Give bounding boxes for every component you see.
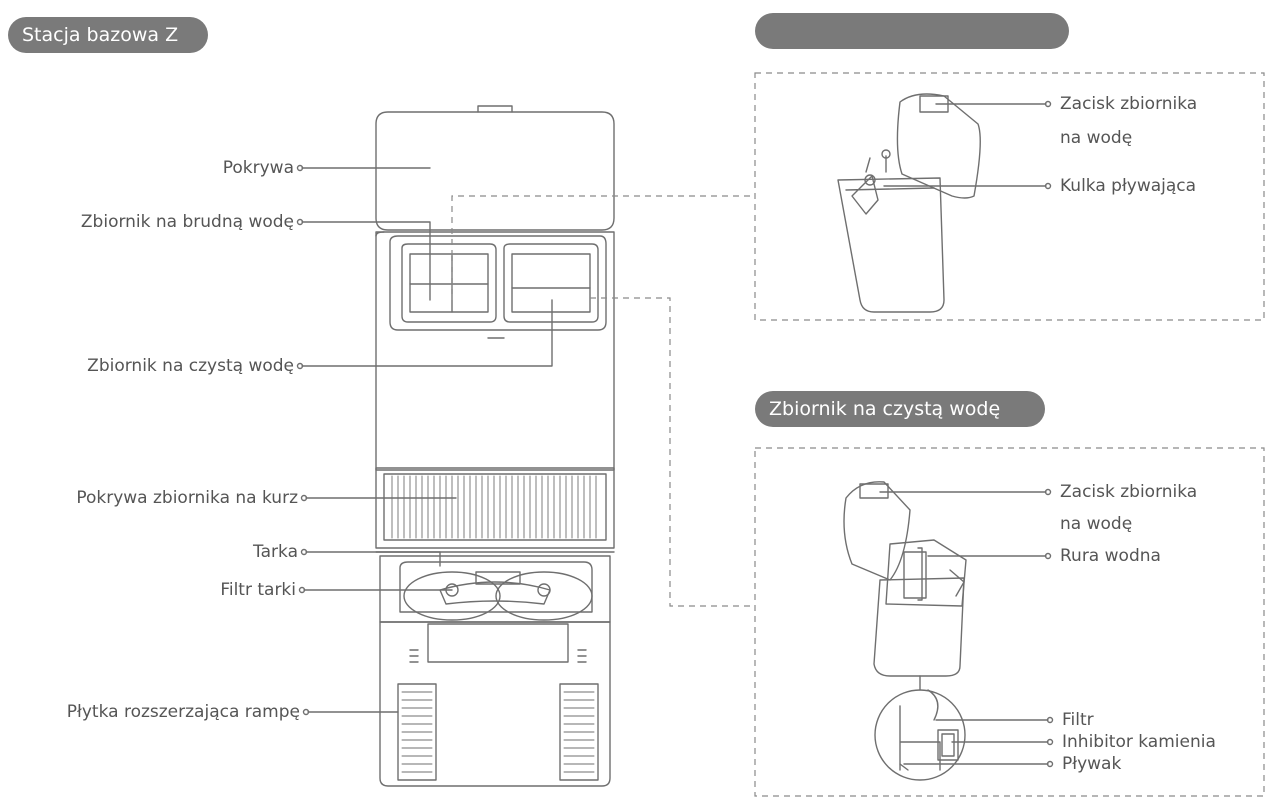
label-filter: Filtr (1062, 710, 1094, 730)
base-station-illustration (375, 105, 615, 787)
dirty-tank-callout-box (754, 72, 1265, 321)
label-dirty-clip-line1: Zacisk zbiornika (1060, 94, 1198, 114)
clean-tank-illustration (843, 481, 967, 781)
label-scrubber: Tarka (253, 542, 298, 562)
label-dirty-clip-line2: na wodę (1060, 128, 1133, 148)
label-float-ball: Kulka pływająca (1060, 176, 1197, 196)
label-scrubber-filter: Filtr tarki (220, 580, 296, 600)
clean-tank-callout-box (754, 447, 1265, 797)
label-ramp-plate: Płytka rozszerzająca rampę (66, 702, 300, 722)
dirty-tank-connector (451, 195, 755, 300)
section-title-dirty-tank (755, 13, 1069, 49)
detail-leader-lines (879, 100, 1054, 768)
section-title-clean-tank: Zbiornik na czystą wodę (755, 391, 1045, 427)
dust-cover-ribs (391, 475, 597, 773)
label-dirty-tank: Zbiornik na brudną wodę (80, 212, 294, 232)
label-water-pipe: Rura wodna (1060, 546, 1161, 566)
label-cover: Pokrywa (222, 158, 294, 178)
callout-dashes (451, 72, 1265, 797)
label-clean-clip-line1: Zacisk zbiornika (1060, 482, 1198, 502)
label-scale-inhibitor: Inhibitor kamienia (1062, 732, 1216, 752)
dirty-tank-illustration (837, 93, 981, 313)
label-clean-clip-line2: na wodę (1060, 514, 1133, 534)
section-title-base-station: Stacja bazowa Z (8, 17, 208, 53)
clean-tank-connector (590, 297, 755, 607)
label-clean-tank: Zbiornik na czystą wodę (87, 356, 294, 376)
label-float: Pływak (1062, 754, 1122, 774)
station-leader-lines (296, 164, 553, 716)
label-dust-cover: Pokrywa zbiornika na kurz (76, 488, 298, 508)
